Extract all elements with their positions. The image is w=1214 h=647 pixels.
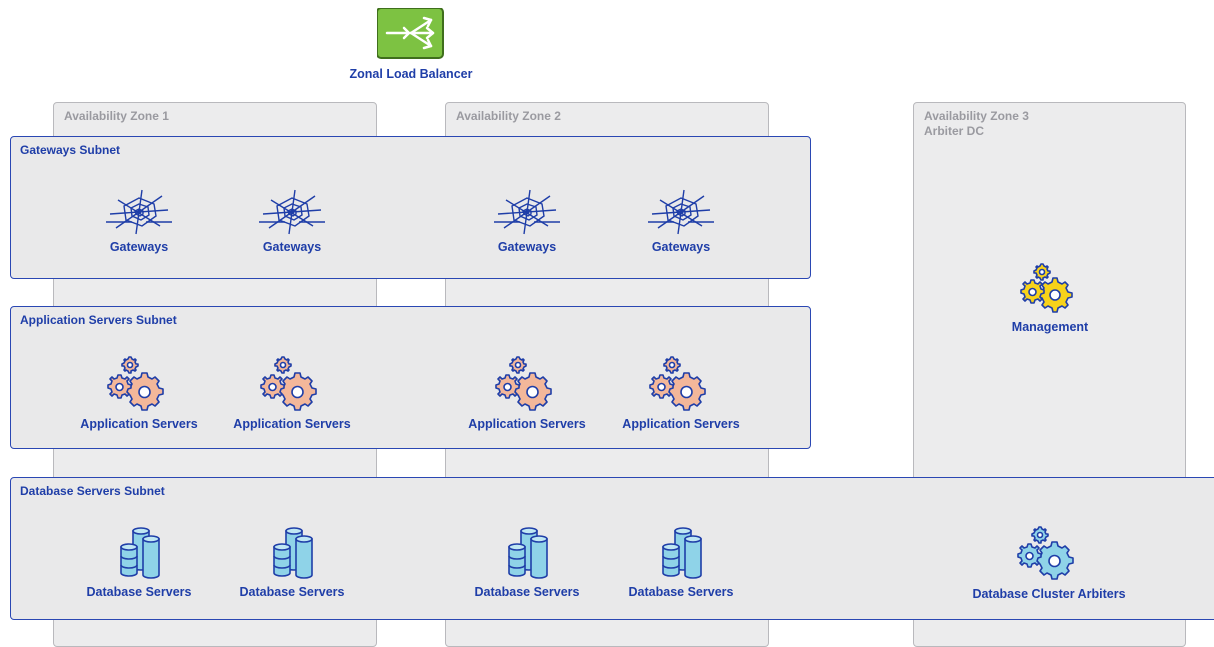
gateways-subnet: Gateways Subnet bbox=[10, 136, 811, 279]
node-label: Application Servers bbox=[233, 417, 351, 431]
node-label: Gateways bbox=[109, 240, 169, 254]
node-label: Database Servers bbox=[474, 585, 580, 599]
application-server-node: Application Servers bbox=[69, 355, 209, 431]
database-icon bbox=[120, 527, 160, 579]
gears-icon bbox=[260, 356, 317, 411]
subnet-label: Gateways Subnet bbox=[20, 143, 121, 157]
zone-label: Availability Zone 1 bbox=[64, 109, 169, 123]
gears-icon bbox=[107, 356, 164, 411]
gateway-node: Gateways bbox=[222, 188, 362, 254]
load-balancer bbox=[376, 7, 445, 65]
database-icon bbox=[273, 527, 313, 579]
node-label: Application Servers bbox=[468, 417, 586, 431]
management-label: Management bbox=[1011, 320, 1089, 334]
application-server-node: Application Servers bbox=[611, 355, 751, 431]
web-icon bbox=[259, 189, 325, 235]
application-server-node: Application Servers bbox=[457, 355, 597, 431]
gears-icon bbox=[495, 356, 552, 411]
node-label: Database Cluster Arbiters bbox=[972, 587, 1126, 601]
subnet-label: Database Servers Subnet bbox=[20, 484, 165, 498]
database-icon bbox=[508, 527, 548, 579]
gateway-node: Gateways bbox=[611, 188, 751, 254]
database-server-node: Database Servers bbox=[69, 525, 209, 599]
load-balancer-label: Zonal Load Balancer bbox=[349, 67, 473, 81]
node-label: Gateways bbox=[497, 240, 557, 254]
database-server-node: Database Servers bbox=[222, 525, 362, 599]
gateway-node: Gateways bbox=[69, 188, 209, 254]
node-label: Gateways bbox=[262, 240, 322, 254]
node-label: Database Servers bbox=[86, 585, 192, 599]
web-icon bbox=[648, 189, 714, 235]
subnet-label: Application Servers Subnet bbox=[20, 313, 177, 327]
node-label: Database Servers bbox=[239, 585, 345, 599]
node-label: Gateways bbox=[651, 240, 711, 254]
database-cluster-arbiters-node: Database Cluster Arbiters bbox=[949, 526, 1149, 601]
database-server-node: Database Servers bbox=[611, 525, 751, 599]
zone-label: Availability Zone 2 bbox=[456, 109, 561, 123]
database-servers-subnet: Database Servers Subnet bbox=[10, 477, 1214, 620]
database-icon bbox=[662, 527, 702, 579]
management-node: Management bbox=[980, 262, 1120, 334]
node-label: Database Servers bbox=[628, 585, 734, 599]
zone-label: Availability Zone 3 Arbiter DC bbox=[924, 109, 1029, 138]
web-icon bbox=[494, 189, 560, 235]
node-label: Application Servers bbox=[80, 417, 198, 431]
gears-icon bbox=[649, 356, 706, 411]
web-icon bbox=[106, 189, 172, 235]
application-server-node: Application Servers bbox=[222, 355, 362, 431]
gears-icon bbox=[1020, 263, 1073, 313]
gears-icon bbox=[1017, 526, 1074, 580]
node-label: Application Servers bbox=[622, 417, 740, 431]
database-server-node: Database Servers bbox=[457, 525, 597, 599]
load-balancer-icon bbox=[376, 7, 444, 59]
gateway-node: Gateways bbox=[457, 188, 597, 254]
